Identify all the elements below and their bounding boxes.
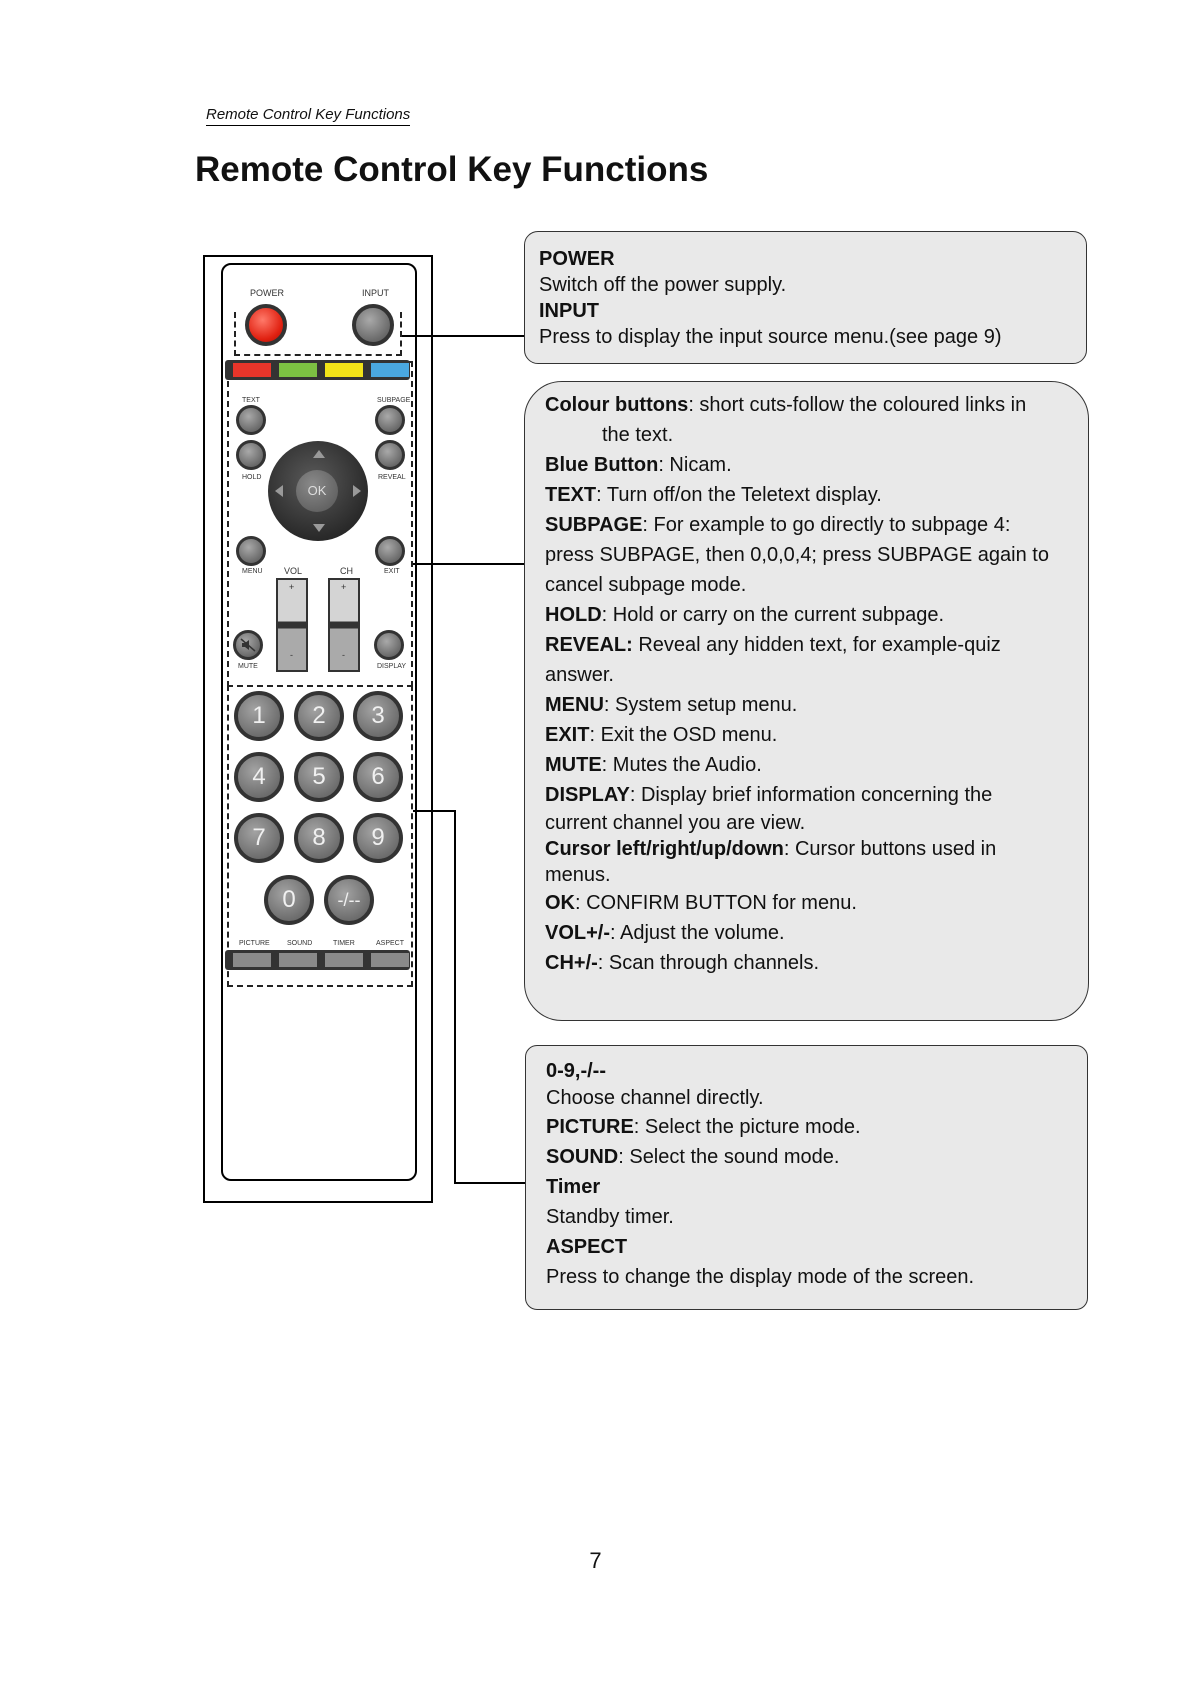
callout-entry: MENU: System setup menu.	[545, 690, 1088, 720]
number-key-0: 0	[264, 875, 314, 925]
page-number: 7	[0, 1548, 1191, 1574]
menu-label: MENU	[242, 568, 263, 575]
running-head: Remote Control Key Functions	[206, 106, 410, 126]
callout-entry: menus.	[545, 862, 1088, 888]
reveal-button	[375, 440, 405, 470]
vol-plus-label: +	[289, 582, 294, 592]
leader-line-colour-block	[413, 563, 525, 565]
cursor-right-icon	[353, 485, 361, 497]
callout-entry: PICTURE: Select the picture mode.	[546, 1112, 1087, 1142]
hold-label: HOLD	[242, 474, 261, 481]
callout-entry: TEXT: Turn off/on the Teletext display.	[545, 480, 1088, 510]
timer-button	[325, 953, 363, 967]
callout-entry: Choose channel directly.	[546, 1084, 1087, 1112]
number-key-7: 7	[234, 813, 284, 863]
vol-minus-label: -	[290, 650, 293, 660]
leader-line-number-c	[454, 1182, 525, 1184]
callout-entry: Press to display the input source menu.(…	[539, 324, 1086, 350]
callout-entry: Press to change the display mode of the …	[546, 1262, 1087, 1292]
exit-button	[375, 536, 405, 566]
callout-power-input: POWER Switch off the power supply. INPUT…	[524, 231, 1087, 364]
ok-button: OK	[296, 470, 338, 512]
callout-entry: 0-9,-/--	[546, 1058, 1087, 1084]
number-key-8: 8	[294, 813, 344, 863]
callout-entry: MUTE: Mutes the Audio.	[545, 750, 1088, 780]
ch-minus-label: -	[342, 650, 345, 660]
number-key-5: 5	[294, 752, 344, 802]
timer-label: TIMER	[333, 940, 355, 947]
mute-icon	[240, 637, 256, 653]
picture-button	[233, 953, 271, 967]
subpage-button	[375, 405, 405, 435]
callout-entry: OK: CONFIRM BUTTON for menu.	[545, 888, 1088, 918]
subpage-label: SUBPAGE	[377, 397, 410, 404]
callout-entry: EXIT: Exit the OSD menu.	[545, 720, 1088, 750]
callout-colour-teletext: Colour buttons: short cuts-follow the co…	[524, 381, 1089, 1021]
callout-entry: REVEAL: Reveal any hidden text, for exam…	[545, 630, 1088, 660]
cursor-left-icon	[275, 485, 283, 497]
sound-button	[279, 953, 317, 967]
text-button	[236, 405, 266, 435]
callout-entry: SOUND: Select the sound mode.	[546, 1142, 1087, 1172]
number-key-6: 6	[353, 752, 403, 802]
callout-entry: current channel you are view.	[545, 810, 1088, 836]
number-key-1: 1	[234, 691, 284, 741]
number-key-9: 9	[353, 813, 403, 863]
reveal-label: REVEAL	[378, 474, 406, 481]
callout-entry: VOL+/-: Adjust the volume.	[545, 918, 1088, 948]
number-key-2: 2	[294, 691, 344, 741]
blue-key	[371, 363, 409, 377]
number-key-4: 4	[234, 752, 284, 802]
callout-number-keys: 0-9,-/-- Choose channel directly. PICTUR…	[525, 1045, 1088, 1310]
power-button	[245, 304, 287, 346]
exit-label: EXIT	[384, 568, 400, 575]
callout-entry: INPUT	[539, 298, 1086, 324]
leader-line-number-b	[454, 810, 456, 1184]
vol-label: VOL	[284, 566, 302, 576]
sound-label: SOUND	[287, 940, 312, 947]
page-title: Remote Control Key Functions	[195, 150, 708, 190]
aspect-label: ASPECT	[376, 940, 404, 947]
callout-entry: SUBPAGE: For example to go directly to s…	[545, 510, 1088, 540]
number-key-3: 3	[353, 691, 403, 741]
mute-label: MUTE	[238, 663, 258, 670]
leader-line-number-a	[413, 810, 455, 812]
callout-entry: Blue Button: Nicam.	[545, 450, 1088, 480]
callout-entry: answer.	[545, 660, 1088, 690]
hold-button	[236, 440, 266, 470]
ch-plus-label: +	[341, 582, 346, 592]
display-button	[374, 630, 404, 660]
callout-entry: ASPECT	[546, 1232, 1087, 1262]
picture-label: PICTURE	[239, 940, 270, 947]
callout-entry: CH+/-: Scan through channels.	[545, 948, 1088, 978]
callout-entry: press SUBPAGE, then 0,0,0,4; press SUBPA…	[545, 540, 1088, 570]
input-button	[352, 304, 394, 346]
digit-toggle-key: -/--	[324, 875, 374, 925]
red-key	[233, 363, 271, 377]
callout-entry: Standby timer.	[546, 1202, 1087, 1232]
callout-entry: Timer	[546, 1172, 1087, 1202]
callout-entry: the text.	[545, 420, 1088, 450]
callout-entry: HOLD: Hold or carry on the current subpa…	[545, 600, 1088, 630]
text-label: TEXT	[242, 397, 260, 404]
cursor-down-icon	[313, 524, 325, 532]
green-key	[279, 363, 317, 377]
power-label: POWER	[250, 288, 284, 298]
callout-entry: DISPLAY: Display brief information conce…	[545, 780, 1088, 810]
callout-entry: Switch off the power supply.	[539, 272, 1086, 298]
callout-entry: cancel subpage mode.	[545, 570, 1088, 600]
cursor-up-icon	[313, 450, 325, 458]
yellow-key	[325, 363, 363, 377]
aspect-button	[371, 953, 409, 967]
callout-entry: Cursor left/right/up/down: Cursor button…	[545, 836, 1088, 862]
input-label: INPUT	[362, 288, 389, 298]
menu-button	[236, 536, 266, 566]
ch-label: CH	[340, 566, 353, 576]
display-label: DISPLAY	[377, 663, 406, 670]
leader-line-power-input	[402, 335, 525, 337]
callout-entry: POWER	[539, 246, 1086, 272]
callout-entry: Colour buttons: short cuts-follow the co…	[545, 390, 1088, 420]
